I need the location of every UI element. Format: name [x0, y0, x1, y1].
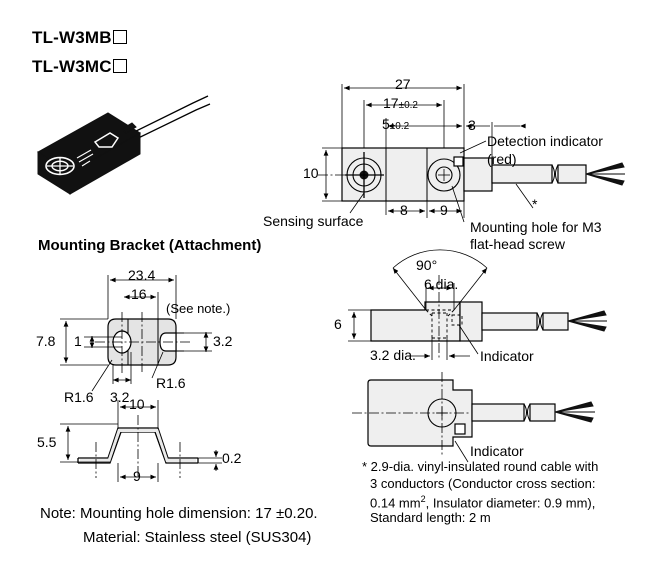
dim-9-label: 9	[440, 202, 448, 218]
sensor-3d-body	[37, 95, 211, 195]
dim-10-side-label: 10	[129, 396, 145, 412]
dim-1-label: 1	[74, 333, 82, 349]
footnote-line-4: Standard length: 2 m	[370, 510, 491, 525]
label-detection-indicator-2: (red)	[487, 151, 517, 167]
label-detection-indicator-1: Detection indicator	[487, 133, 603, 149]
label-indicator-section: Indicator	[480, 348, 534, 364]
dim-0-2-label: 0.2	[222, 450, 242, 466]
title-placeholder-box-2	[112, 59, 127, 73]
dim-3-2-right-label: 3.2	[213, 333, 233, 349]
dim-5-5-label: 5.5	[37, 434, 57, 450]
radius-right-label: R1.6	[156, 375, 186, 391]
asterisk-ref-main: *	[532, 196, 538, 212]
see-note-label: (See note.)	[166, 301, 231, 316]
dim-10-label: 10	[303, 165, 319, 181]
dim-6-height-label: 6	[334, 316, 342, 332]
dim-5-label: 5±0.2	[382, 116, 410, 132]
dim-3-2-bottom-label: 3.2	[110, 389, 130, 405]
dim-8-label: 8	[400, 202, 408, 218]
angle-90-label: 90°	[416, 257, 438, 273]
section-view-body	[348, 249, 607, 360]
dim-9-side-label: 9	[133, 468, 141, 484]
dim-17-label: 17±0.2	[383, 95, 418, 111]
bottom-view-body	[352, 372, 595, 463]
note-line-2: Material: Stainless steel (SUS304)	[83, 529, 312, 546]
label-mounting-hole-2: flat-head screw	[470, 236, 565, 252]
dim-27-label: 27	[395, 76, 411, 92]
bracket-top-body	[60, 275, 212, 392]
dim-6-dia-label: 6 dia.	[424, 276, 459, 292]
bracket-side-body	[60, 400, 222, 482]
section-title-mounting-bracket: Mounting Bracket (Attachment)	[38, 237, 262, 254]
footnote-line-1: * 2.9-dia. vinyl-insulated round cable w…	[362, 459, 599, 474]
title-placeholder-box-1	[112, 30, 127, 44]
dim-3-2-dia-label: 3.2 dia.	[370, 347, 416, 363]
model-title-1: TL-W3MB	[32, 28, 127, 48]
radius-left-label: R1.6	[64, 389, 94, 405]
dim-16-label: 16	[131, 286, 147, 302]
main-view-body	[318, 84, 625, 223]
dim-23-4-label: 23.4	[128, 267, 156, 283]
label-indicator-bottom: Indicator	[470, 443, 524, 459]
label-mounting-hole-1: Mounting hole for M3	[470, 219, 602, 235]
footnote-line-3: 0.14 mm2, Insulator diameter: 0.9 mm),	[370, 494, 596, 511]
footnote-line-2: 3 conductors (Conductor cross section:	[370, 476, 596, 491]
label-sensing-surface: Sensing surface	[263, 213, 364, 229]
dim-3-label: 3	[468, 117, 476, 133]
dim-7-8-label: 7.8	[36, 333, 56, 349]
note-line-1: Note: Mounting hole dimension: 17 ±0.20.	[40, 505, 318, 522]
model-title-2: TL-W3MC	[32, 57, 127, 77]
